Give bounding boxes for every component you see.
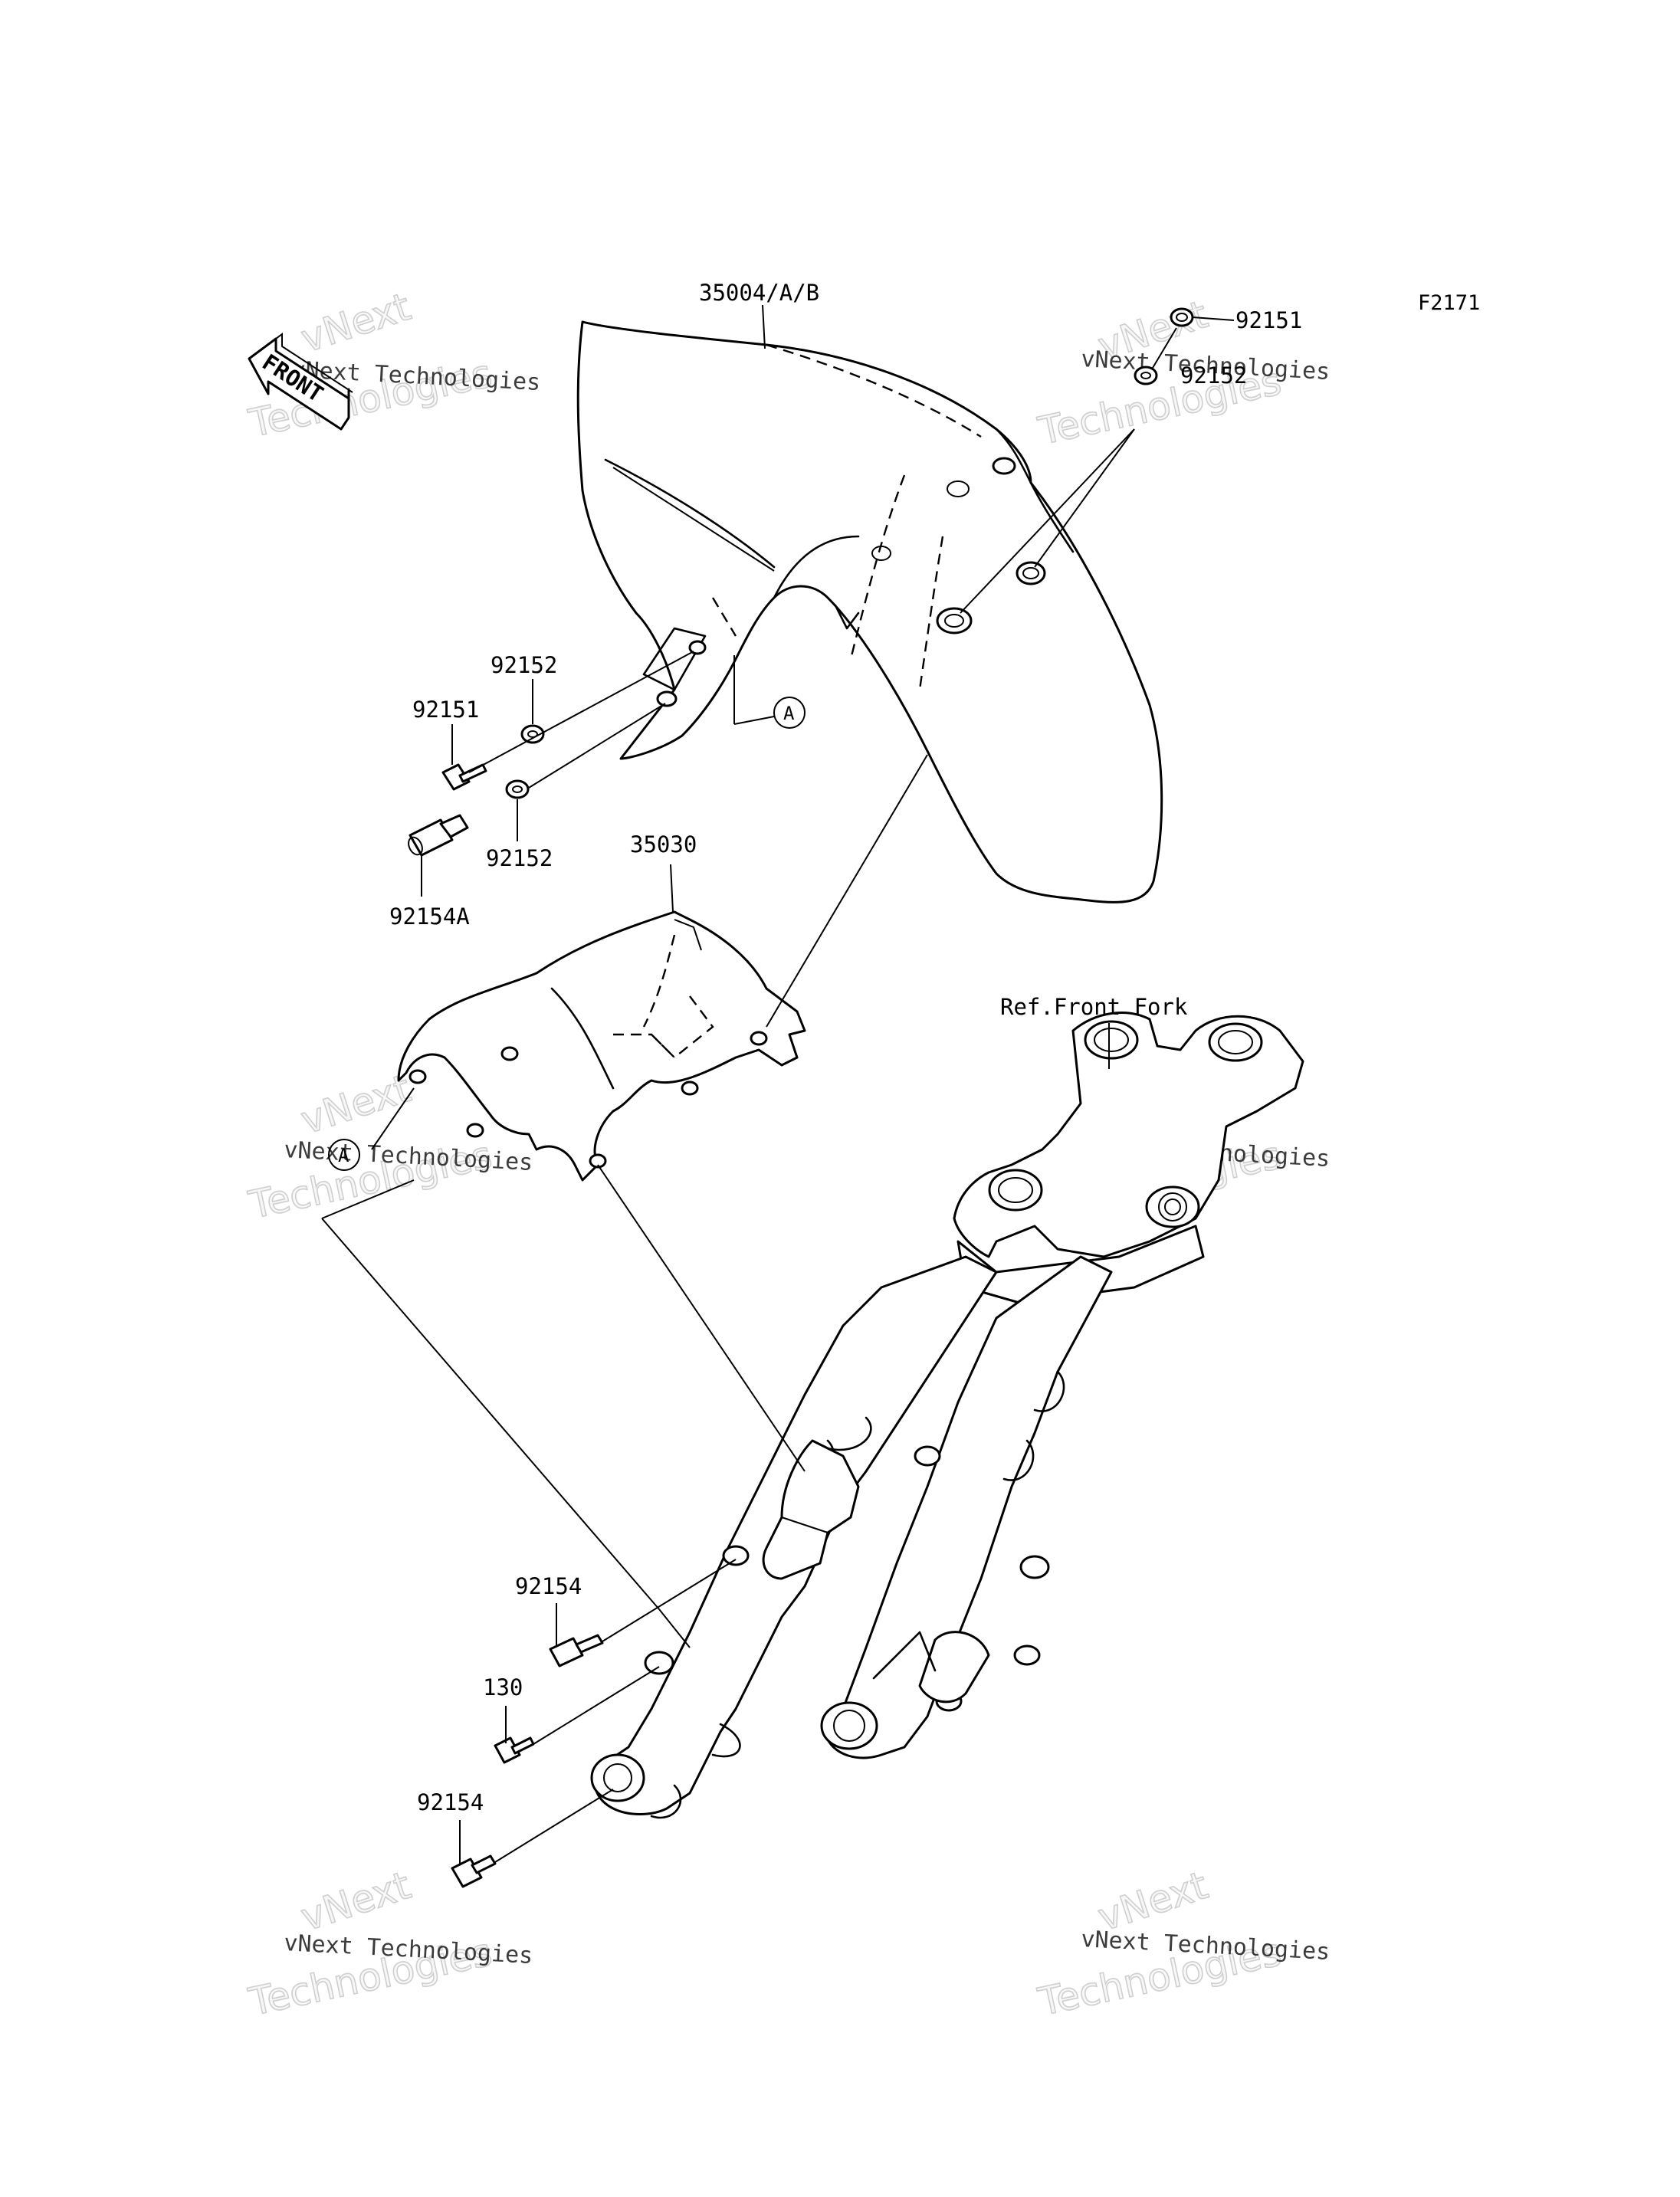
label-bolt-130: 130 <box>483 1674 523 1700</box>
callout-a-text: A <box>338 1145 349 1166</box>
label-washer-left-lower: 92152 <box>486 845 553 871</box>
watermark-bottom-left: vNext Technologies vNext Technologies <box>244 1862 533 2025</box>
label-bolt-left: 92151 <box>412 697 479 723</box>
bolt-top <box>1170 307 1194 327</box>
watermark-brand: vNext <box>296 284 416 361</box>
washer-left-lower <box>505 779 530 799</box>
callout-a-upper: A <box>773 697 806 729</box>
label-washer-top: 92152 <box>1180 362 1247 389</box>
front-fork-assembly <box>590 1012 1304 1819</box>
fender-inner-cover <box>397 910 806 1182</box>
front-fender <box>576 320 1163 903</box>
washer-left-upper <box>520 724 545 744</box>
leader-lines <box>321 304 1235 1864</box>
label-bolt-lower-1: 92154 <box>515 1573 582 1599</box>
callout-a-text: A <box>783 703 795 724</box>
bolt-lower-2 <box>451 1854 497 1888</box>
label-fender-inner-cover: 35030 <box>630 831 697 857</box>
label-front-fender: 35004/A/B <box>699 280 819 306</box>
callout-a-lower: A <box>328 1139 360 1171</box>
label-reference-front-fork: Ref.Front Fork <box>1000 994 1188 1020</box>
diagram-code: F2171 <box>1418 291 1480 315</box>
bolt-left <box>441 763 487 791</box>
bolt-130 <box>494 1736 535 1764</box>
washer-top <box>1134 366 1158 385</box>
collar <box>408 814 469 857</box>
label-bolt-top: 92151 <box>1235 307 1302 333</box>
watermark-bottom-right: vNext Technologies vNext Technologies <box>1034 1862 1331 2025</box>
bolt-lower-1 <box>549 1634 604 1667</box>
label-washer-left-upper: 92152 <box>491 652 557 678</box>
watermark-brand: vNext <box>296 1863 416 1940</box>
label-bolt-lower-2: 92154 <box>417 1789 484 1815</box>
label-collar: 92154A <box>389 903 470 930</box>
fasteners <box>408 307 1194 1888</box>
